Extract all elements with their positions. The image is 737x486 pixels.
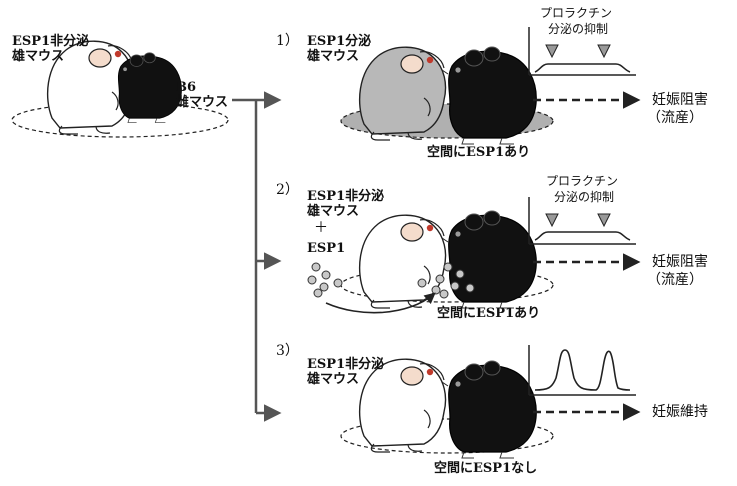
scenario2-outcome-line1: 妊娠阻害 (652, 254, 708, 270)
source-male-label-line2: 雄マウス (12, 49, 65, 64)
scenario3-outcome-line1: 妊娠維持 (652, 404, 708, 420)
scenario1-space-label: 空間にESP1あり (427, 145, 531, 160)
source-space-ellipse (11, 102, 229, 138)
scenario2-number: 2） (276, 182, 299, 198)
scenario1-outcome-line2: （流産） (647, 110, 703, 126)
scenario3-space-label: 空間にESP1なし (434, 461, 538, 476)
scenario2-prolactin-chart (528, 197, 636, 245)
scenario1-number: 1） (276, 33, 299, 49)
scenario1-flat-line (534, 63, 631, 73)
scenario2-male-label-line1: ESP1非分泌 (307, 189, 385, 204)
scenario2-outcome-line2: （流産） (647, 272, 703, 288)
scenario3-number: 3） (276, 343, 299, 359)
scenario2-male-label-line2: 雄マウス (307, 204, 360, 219)
scenario3-male-label-line2: 雄マウス (307, 372, 360, 387)
scenario1-marker-1 (545, 44, 559, 59)
scenario2-chart-caption-line1: プロラクチン (546, 174, 619, 188)
scenario2-transfer-arrow (325, 292, 436, 314)
b6-label-line1: B6 (176, 80, 197, 95)
scenario3-male-mouse (358, 358, 449, 453)
scenario1-chart-caption-line2: 分泌の抑制 (548, 22, 609, 36)
scenario1-prolactin-chart (528, 27, 636, 76)
scenario3-female-mouse (448, 360, 537, 459)
scenario1-chart-caption-line1: プロラクチン (540, 6, 613, 20)
scenario2-esp1-label: ESP1 (307, 241, 346, 256)
scenario1-male-label-line1: ESP1分泌 (307, 34, 372, 49)
b6-label-line2: 雌マウス (176, 95, 229, 110)
scenario1-male-label-line2: 雄マウス (307, 49, 360, 64)
scenario3-male-label-line1: ESP1非分泌 (307, 357, 385, 372)
scenario2-esp1-particles-source (307, 262, 343, 298)
scenario2-flat-line (534, 231, 631, 241)
scenario2-chart-caption-line2: 分泌の抑制 (554, 190, 615, 204)
scenario2-esp1-particles-space (417, 262, 475, 299)
scenario2-female-mouse (448, 210, 537, 309)
scenario2-plus: ＋ (314, 220, 328, 236)
scenario2-marker-1 (545, 213, 559, 228)
scenario1-female-mouse (448, 46, 537, 145)
source-female-mouse (117, 52, 182, 123)
scenario1-outcome-line1: 妊娠阻害 (652, 92, 708, 108)
source-male-label-line1: ESP1非分泌 (12, 34, 90, 49)
scenario1-marker-2 (597, 44, 611, 59)
scenario3-space (340, 418, 554, 454)
scenario3-prolactin-chart (528, 345, 636, 396)
scenario2-space-label: 空間にESP1あり (437, 306, 541, 321)
scenario2-marker-2 (597, 213, 611, 228)
scenario3-surge-curve (534, 349, 631, 391)
